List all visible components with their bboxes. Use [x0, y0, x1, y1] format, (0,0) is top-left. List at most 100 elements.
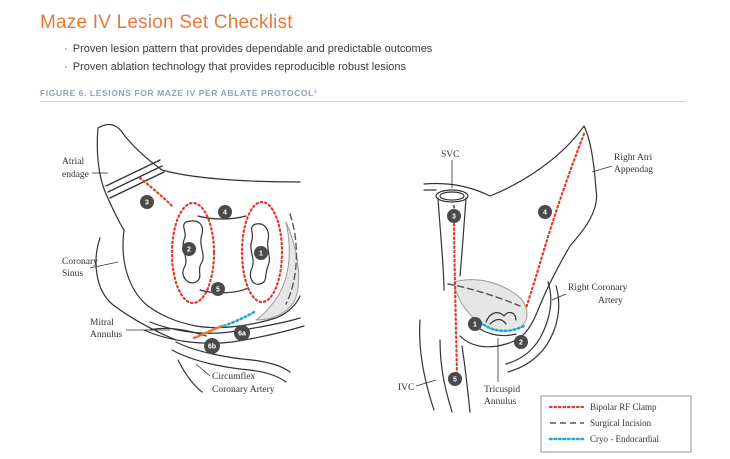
appendage-clamp-bar	[107, 165, 163, 193]
surgical-incision-right	[447, 283, 521, 307]
label-right-atrial: Right Atri	[614, 153, 653, 163]
ivc-wall-left	[419, 319, 435, 411]
left-atrium-outer-wall	[122, 229, 301, 329]
legend-label: Bipolar RF Clamp	[590, 402, 657, 412]
right-markers: 3 4 1 2 5	[447, 205, 552, 386]
legend-item-cryo: Cryo - Endocardial	[548, 434, 659, 444]
rf-clamp-lesion-appendage	[524, 132, 586, 310]
left-atrium-lower-wall	[95, 237, 177, 341]
label-tricuspid: Tricuspid	[484, 385, 520, 395]
right-labels: SVC Right Atri Appendag Right Coronary A…	[398, 150, 653, 407]
cryo-lesion-tricuspid	[478, 320, 526, 333]
label-ivc: IVC	[398, 383, 414, 393]
posterior-wall-top	[197, 215, 247, 220]
left-atrium-diagram	[95, 123, 305, 393]
tricuspid-valve	[485, 311, 517, 323]
left-lesions	[138, 176, 298, 340]
rf-clamp-lesion-right-box	[240, 200, 284, 304]
legend-box	[540, 395, 692, 453]
coronary-vessel	[177, 359, 203, 393]
marker-left-2: 2	[182, 242, 196, 256]
right-atrium-wall	[459, 245, 571, 348]
right-atrium-diagram	[419, 125, 598, 413]
caption-divider	[40, 101, 685, 102]
rf-clamp-lesion-svc-ivc	[452, 204, 459, 380]
label-right-appendage: Appendag	[614, 165, 653, 175]
legend-label: Surgical Incision	[590, 418, 652, 428]
bullet-marker: ·	[64, 43, 68, 55]
marker-label: 4	[223, 210, 227, 217]
marker-label: 3	[145, 200, 149, 207]
marker-right-3: 3	[447, 209, 461, 223]
right-coronary-artery	[507, 285, 560, 373]
label-appendage: endage	[62, 170, 89, 180]
page-title: Maze IV Lesion Set Checklist	[40, 12, 293, 33]
marker-left-6a: 6a	[234, 325, 250, 341]
label-mitral-annulus: Annulus	[90, 330, 123, 340]
legend: Bipolar RF Clamp Surgical Incision Cryo …	[540, 395, 692, 453]
surgical-incision-left	[285, 213, 298, 305]
marker-label: 6a	[238, 331, 246, 338]
marker-left-5: 5	[211, 282, 225, 296]
marker-label: 4	[543, 210, 547, 217]
legend-label: Cryo - Endocardial	[590, 434, 659, 444]
right-top-border	[423, 125, 598, 247]
leader-line	[415, 379, 437, 387]
left-labels: Atrial endage Coronary Sinus Mitral Annu…	[62, 157, 275, 395]
coronary-sinus	[143, 325, 305, 344]
left-appendage-lower	[96, 127, 125, 231]
marker-label: 3	[452, 214, 456, 221]
marker-right-4: 4	[538, 205, 552, 219]
right-lesions	[447, 132, 586, 380]
marker-label: 2	[187, 247, 191, 254]
bullet-text: Proven ablation technology that provides…	[72, 61, 406, 73]
marker-right-5: 5	[448, 372, 462, 386]
cryo-lesion-6a	[222, 310, 256, 328]
tricuspid-valve-inner	[489, 318, 507, 325]
label-tricuspid-annulus: Annulus	[484, 397, 517, 407]
legend-item-rf-clamp: Bipolar RF Clamp	[548, 402, 657, 412]
bullet-text: Proven lesion pattern that provides depe…	[72, 43, 433, 55]
bullet-marker: ·	[64, 61, 68, 73]
ivc-wall-far	[461, 345, 471, 413]
bullet-list: · Proven lesion pattern that provides de…	[64, 40, 432, 76]
rf-clamp-lesion-left-box	[170, 201, 216, 305]
svc-right-wall	[459, 197, 467, 277]
label-right-coronary-artery: Artery	[598, 296, 623, 306]
ivc-wall-right	[439, 339, 453, 413]
circumflex-artery	[171, 349, 287, 383]
leader-line	[591, 165, 613, 173]
marker-right-2: 2	[514, 335, 528, 349]
label-sinus: Sinus	[62, 269, 83, 279]
marker-label: 1	[259, 251, 263, 258]
legend-item-incision: Surgical Incision	[550, 418, 652, 428]
left-shaded-region	[255, 221, 300, 321]
circumflex-artery	[175, 341, 291, 373]
bullet-item: · Proven lesion pattern that provides de…	[64, 40, 432, 58]
marker-left-3: 3	[140, 195, 154, 209]
label-circumflex: Circumflex	[212, 371, 256, 382]
marker-label: 6b	[208, 344, 216, 351]
pulmonary-vein-2	[182, 220, 204, 284]
appendage-clamp-bar	[105, 159, 161, 187]
marker-label: 5	[453, 377, 457, 384]
appendage-clamp-bar	[109, 171, 165, 199]
marker-right-1: 1	[468, 317, 482, 331]
bullet-item: · Proven ablation technology that provid…	[64, 58, 432, 76]
svc-left-wall	[437, 197, 445, 291]
svc-opening	[435, 189, 469, 203]
label-mitral: Mitral	[90, 318, 114, 328]
marker-label: 2	[519, 340, 523, 347]
figure-caption: FIGURE 6. LESIONS FOR MAZE IV PER ABLATE…	[40, 88, 318, 98]
leader-line	[551, 293, 567, 301]
left-appendage-outline	[97, 123, 301, 183]
marker-left-1: 1	[254, 246, 268, 260]
label-coronary: Coronary	[62, 257, 98, 267]
rf-clamp-lesion-3	[138, 176, 174, 208]
svc-opening-inner	[439, 191, 465, 201]
label-svc: SVC	[441, 150, 459, 160]
marker-left-4: 4	[218, 205, 232, 219]
right-coronary-artery	[505, 281, 552, 365]
label-atrial: Atrial	[62, 157, 85, 167]
